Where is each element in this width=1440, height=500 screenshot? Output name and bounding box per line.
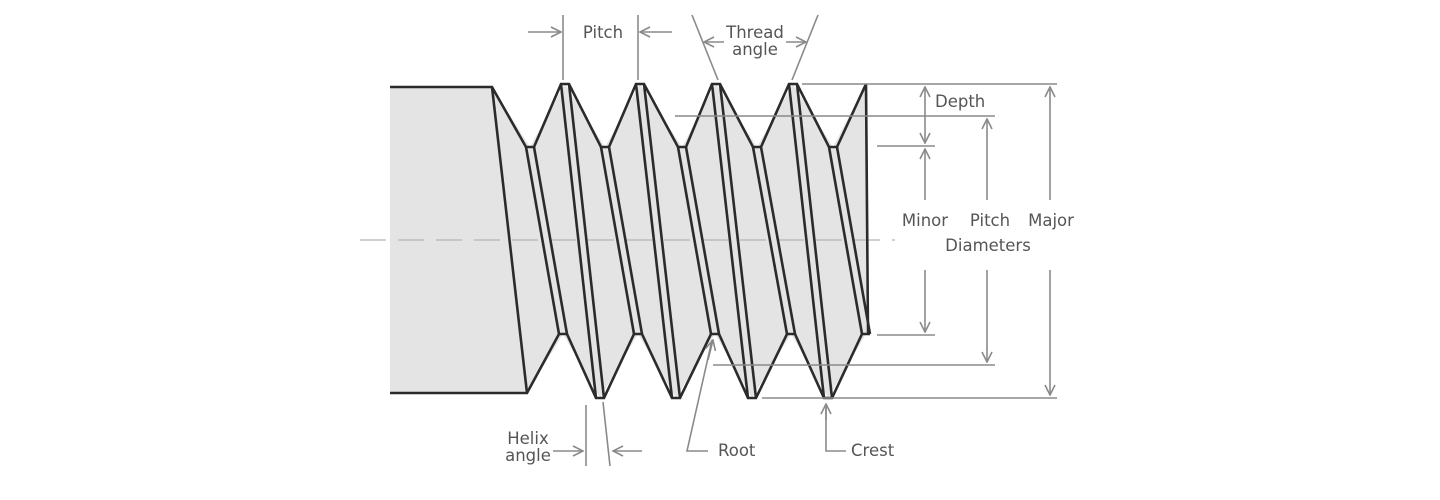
crest-annotation: Crest	[826, 404, 895, 460]
end-face	[864, 83, 870, 335]
thread-angle-label-line1: Thread	[725, 23, 784, 42]
minor-diameter-annotation: Minor	[902, 149, 948, 332]
root-annotation: Root	[685, 340, 756, 460]
bottom-profile	[390, 332, 870, 400]
depth-annotation: Depth	[925, 87, 985, 143]
depth-label: Depth	[935, 92, 985, 111]
major-diameter-annotation: Major	[1028, 87, 1074, 395]
diameter-extension-lines	[675, 83, 1057, 399]
thread-angle-annotation: Thread angle	[691, 14, 819, 81]
pitch-diameter-label: Pitch	[970, 211, 1010, 230]
pitch-label: Pitch	[583, 23, 623, 42]
minor-label: Minor	[902, 211, 948, 230]
pitch-annotation: Pitch	[528, 15, 672, 80]
thread-angle-label-line2: angle	[732, 40, 778, 59]
major-label: Major	[1028, 211, 1074, 230]
crest-label: Crest	[851, 441, 895, 460]
helix-angle-annotation: Helix angle	[505, 401, 642, 467]
pitch-diameter-annotation: Pitch	[970, 119, 1010, 362]
root-label: Root	[718, 441, 756, 460]
diameters-label: Diameters	[945, 236, 1031, 255]
helix-angle-label-line2: angle	[505, 446, 551, 465]
helix-angle-label-line1: Helix	[507, 429, 549, 448]
shank-step	[490, 86, 529, 394]
helix-lines	[524, 83, 872, 399]
thread-outline	[390, 82, 872, 400]
